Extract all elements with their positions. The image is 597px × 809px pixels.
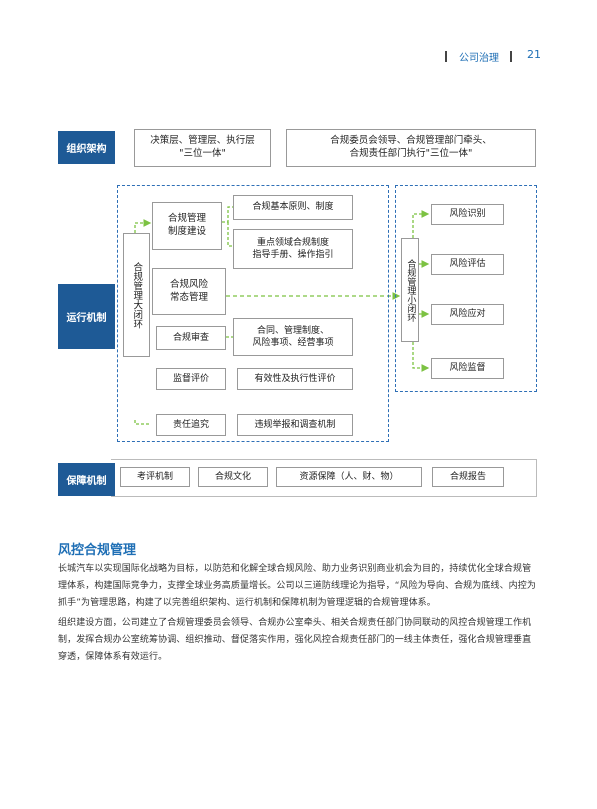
connector-line [412, 210, 430, 238]
supervision-box: 监督评价 [156, 368, 226, 390]
big-loop-label: 合规管理大闭环 [131, 261, 143, 329]
org-structure-box-layers: 决策层、管理层、执行层 "三位一体" [134, 129, 271, 167]
paragraph-1: 长城汽车以实现国际化战略为目标，以防范和化解全球合规风险、助力业务识别商业机会为… [58, 564, 536, 608]
header-section-title: 公司治理 [459, 53, 499, 64]
basic-principles-box: 合规基本原则、制度 [233, 195, 353, 220]
section-title: 风控合规管理 [58, 543, 137, 558]
header-separator [445, 51, 447, 62]
guarantee-mechanism-label: 保障机制 [58, 463, 115, 496]
review-items-box: 合同、管理制度、 风险事项、经营事项 [233, 318, 353, 356]
guarantee-item-resources: 资源保障（人、财、物） [276, 467, 422, 487]
guarantee-item-evaluation: 考评机制 [120, 467, 190, 487]
compliance-review-box: 合规审查 [156, 326, 226, 350]
small-loop-label: 合规管理小闭环 [405, 258, 416, 322]
org-structure-box-committee: 合规委员会领导、合规管理部门牵头、 合规责任部门执行"三位一体" [286, 129, 536, 167]
small-loop-box: 合规管理小闭环 [401, 238, 419, 342]
org-structure-label: 组织架构 [58, 131, 115, 164]
key-areas-box: 重点领域合规制度 指导手册、操作指引 [233, 229, 353, 269]
connector-line [134, 420, 150, 425]
guarantee-item-culture: 合规文化 [198, 467, 268, 487]
connector-line [134, 219, 152, 233]
accountability-box: 责任追究 [156, 414, 226, 436]
effectiveness-box: 有效性及执行性评价 [237, 368, 353, 390]
risk-response-box: 风险应对 [431, 304, 504, 325]
guarantee-item-report: 合规报告 [432, 467, 504, 487]
guarantee-frame [111, 459, 537, 497]
risk-monitoring-box: 风险监督 [431, 358, 504, 379]
connector-line [227, 222, 233, 247]
risk-identification-box: 风险识别 [431, 204, 504, 225]
system-building-box: 合规管理 制度建设 [152, 202, 222, 250]
reporting-box: 违规举报和调查机制 [237, 414, 353, 436]
connector-line [222, 206, 233, 223]
paragraph-2: 组织建设方面，公司建立了合规管理委员会领导、合规办公室牵头、相关合规责任部门协同… [58, 618, 532, 662]
page-number: 21 [527, 48, 541, 61]
risk-assessment-box: 风险评估 [431, 254, 504, 275]
risk-management-box: 合规风险 常态管理 [152, 268, 226, 315]
big-loop-frame [117, 185, 389, 442]
big-loop-box: 合规管理大闭环 [123, 233, 150, 357]
operation-mechanism-label: 运行机制 [58, 284, 115, 349]
small-loop-frame [395, 185, 537, 392]
header-separator [510, 51, 512, 62]
connector-line [412, 342, 430, 372]
